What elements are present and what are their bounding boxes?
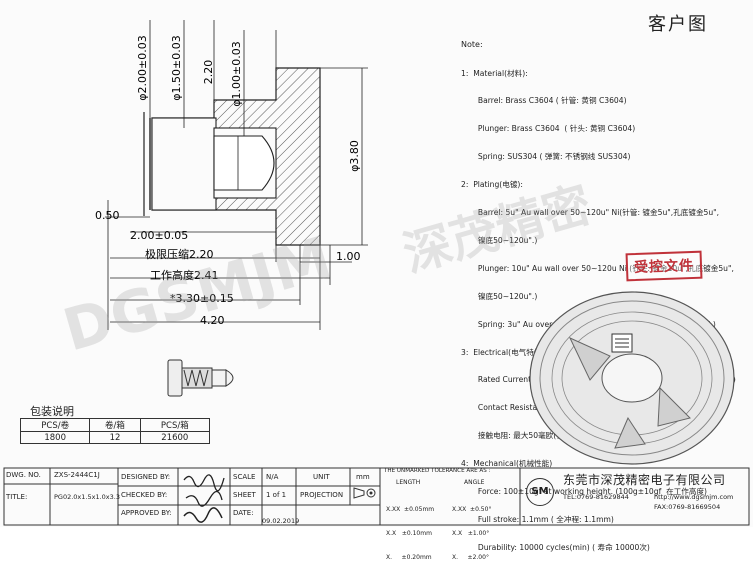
notes-title: Note: (461, 40, 483, 49)
note-line: Plunger: Brass C3604 ( 针头: 黄铜 C3604) (461, 124, 636, 134)
packing-cell: 1800 (19, 431, 91, 444)
note-line: Durability: 10000 cycles(min) ( 寿命 10000… (461, 542, 650, 552)
note-line: 镍底50~120u".) (461, 291, 538, 301)
handwritten-signatures (183, 474, 225, 523)
note-line: 1: Material(材料): (461, 68, 528, 78)
packing-header: 卷/箱 (89, 418, 141, 432)
tolerance-angle-row: X. ±2.00° (452, 554, 489, 561)
projection-symbol-icon (353, 487, 376, 499)
packing-table: PCS/卷 卷/箱 PCS/箱 1800 12 21600 (19, 418, 211, 444)
pin-sketch (167, 359, 234, 397)
dim-200: 2.00±0.05 (130, 229, 188, 242)
note-line: Barrel: Brass C3604 ( 针管: 黄铜 C3604) (461, 96, 627, 106)
title-block-frame (3, 467, 750, 526)
unit-value: mm (356, 473, 370, 481)
plunger-cavity (151, 117, 217, 211)
note-line: Plunger: 10u" Au wall over 50~120u Ni (针… (461, 263, 734, 273)
dim-mid-diameter: φ1.50±0.03 (170, 35, 183, 100)
cross-section-drawing: φ2.00±0.03 φ1.50±0.03 2.20 φ1.00±0.03 φ3… (95, 20, 368, 397)
dwg-no: ZXS-2444C1J (54, 471, 100, 479)
note-line: 镍底50~120u".) (461, 235, 538, 245)
scale-value: N/A (266, 473, 279, 481)
company-name: 东莞市深茂精密电子有限公司 (563, 473, 726, 487)
drawing-sheet: { "header": {"title": "客户图"}, "notes": {… (3, 14, 750, 561)
plunger-tip (213, 135, 275, 191)
dim-420: 4.20 (200, 314, 225, 327)
packing-title: 包装说明 (30, 405, 74, 418)
scale-label: SCALE (233, 473, 256, 481)
checked-by-label: CHECKED BY: (121, 491, 168, 499)
company-tel: TEL:0769-81629844 (563, 493, 629, 501)
packing-cell: 12 (89, 431, 141, 444)
dim-barrel-diameter: φ3.80 (348, 140, 361, 172)
approved-by-label: APPROVED BY: (121, 509, 172, 517)
reel-sketch (529, 291, 735, 465)
tolerance-length-row: X.X ±0.10mm (386, 530, 432, 537)
sheet-label: SHEET (233, 491, 256, 499)
dim-330: *3.30±0.15 (170, 292, 234, 305)
dim-050: 0.50 (95, 209, 120, 222)
dim-limit-compression: 极限压缩2.20 (145, 247, 214, 261)
date-value: 09.02.2019 (262, 517, 300, 525)
dim-100: 1.00 (336, 250, 361, 263)
tolerance-length-label: LENGTH (396, 479, 421, 486)
company-web: http://www.dgsmjm.com (654, 493, 734, 501)
tolerance-title: THE UNMARKED TOLERANCE ARE AS : (384, 468, 491, 474)
title-label: TITLE: (6, 493, 28, 501)
dim-working-height: 工作高度2.41 (150, 268, 219, 282)
note-line: Full stroke: 1.1mm ( 全冲程: 1.1mm) (461, 514, 614, 524)
drawing-title: 客户图 (648, 14, 708, 35)
tolerance-length-values: X.XX ±0.05mm X.X ±0.10mm X. ±0.20mm (386, 490, 434, 570)
designed-by-label: DESIGNED BY: (121, 473, 171, 481)
company-logo: SM (526, 478, 554, 506)
tolerance-angle-label: ANGLE (464, 479, 485, 486)
sheet-value: 1 of 1 (266, 491, 287, 499)
note-line: 2: Plating(电镀): (461, 180, 523, 190)
note-line: Spring: SUS304 ( 弹簧: 不锈钢线 SUS304) (461, 152, 631, 162)
dim-outer-diameter: φ2.00±0.03 (136, 35, 149, 100)
tolerance-length-row: X.XX ±0.05mm (386, 506, 435, 513)
packing-header: PCS/箱 (139, 418, 211, 432)
projection-label: PROJECTION (300, 491, 344, 499)
packing-cell: 21600 (139, 431, 211, 444)
tolerance-angle-row: X.XX ±0.50° (452, 506, 492, 513)
tolerance-angle-row: X.X ±1.00° (452, 530, 490, 537)
part-title: PG02.0x1.5x1.0x3.3 (54, 493, 120, 501)
date-label: DATE: (233, 509, 254, 517)
dim-tip-diameter: φ1.00±0.03 (230, 41, 243, 106)
tolerance-length-row: X. ±0.20mm (386, 554, 432, 561)
dwg-no-label: DWG. NO. (6, 471, 41, 479)
unit-label: UNIT (313, 473, 330, 481)
note-line: 4: Mechanical(机械性能) (461, 459, 553, 469)
company-fax: FAX:0769-81669504 (654, 503, 721, 511)
packing-header: PCS/卷 (19, 418, 91, 432)
note-line: Barrel: 5u" Au wall over 50~120u" Ni(针管:… (461, 208, 720, 218)
note-line: 3: Electrical(电气特性) (461, 347, 545, 357)
dim-length-220: 2.20 (202, 60, 215, 85)
tolerance-angle-values: X.XX ±0.50° X.X ±1.00° X. ±2.00° (452, 490, 491, 570)
